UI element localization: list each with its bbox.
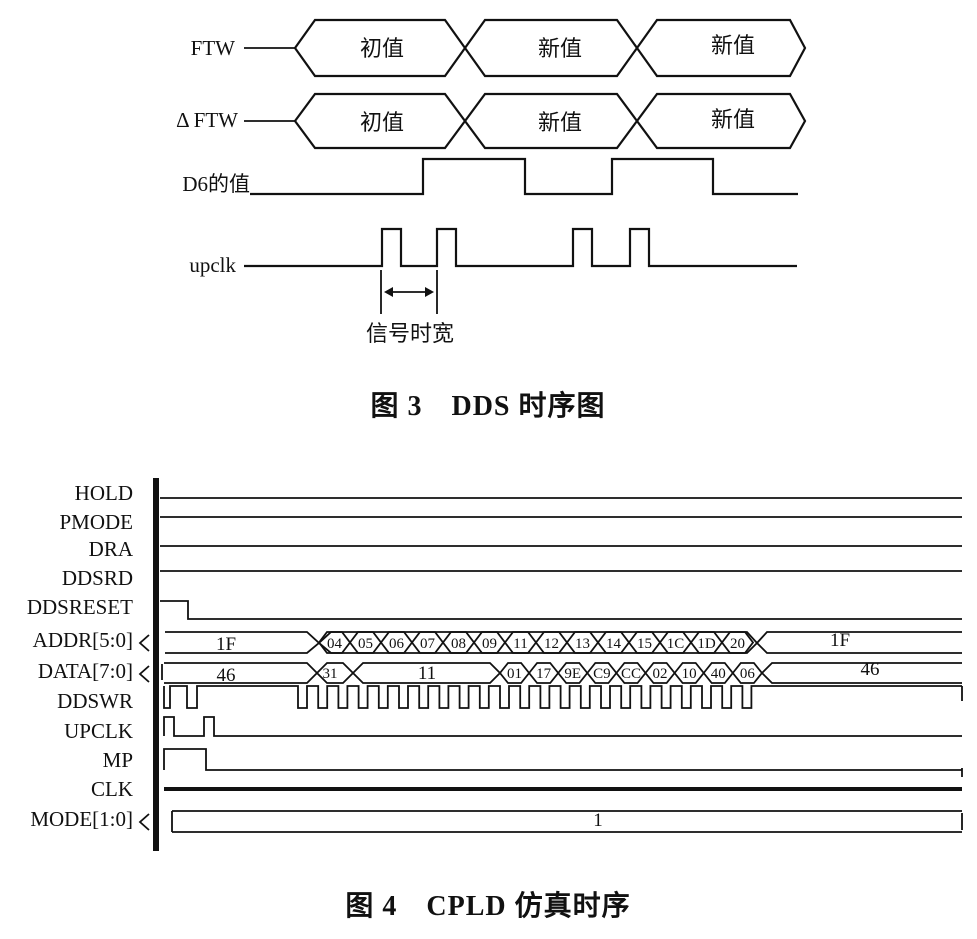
addr-cell-value: 05 [358, 636, 373, 652]
addr-cell-value: 14 [606, 636, 622, 652]
d6-waveform [250, 157, 798, 196]
addr-cell-value: 1C [667, 636, 685, 652]
addr-cell-value: 04 [327, 636, 343, 652]
dftw-segment-new-2: 新值 [711, 107, 755, 132]
mode-bus-marker [138, 813, 150, 831]
addr-cell-value: 13 [575, 636, 590, 652]
addr-cell-value: 11 [513, 636, 527, 652]
figure3-caption: 图 3 DDS 时序图 [370, 389, 605, 422]
data-cell-value: 17 [536, 666, 552, 682]
addr-cell-value: 20 [730, 636, 745, 652]
signal-label-mp: MP [103, 748, 133, 772]
signal-label-pmode: PMODE [59, 510, 133, 534]
addr-cell-value: 1D [697, 636, 716, 652]
ftw-label: FTW [191, 36, 236, 60]
addr-final-value: 1F [830, 630, 850, 651]
upclk-label: upclk [189, 253, 236, 277]
d6-label: D6的值 [182, 172, 250, 196]
time-cursor-bar [153, 478, 159, 851]
addr-cell-value: 09 [482, 636, 497, 652]
ftw-segment-new-1: 新值 [538, 36, 582, 61]
addr-bus-marker [138, 634, 150, 652]
data-cell-value: 10 [682, 666, 697, 682]
signal-width-annotation: 信号时宽 [366, 321, 454, 346]
signal-label-ddswr: DDSWR [57, 689, 133, 713]
signal-label-data: DATA[7:0] [38, 659, 133, 683]
addr-initial-value: 1F [216, 634, 236, 655]
upclk-waveform [244, 227, 797, 268]
addr-cell-value: 08 [451, 636, 466, 652]
data-cell-value: CC [621, 666, 641, 682]
data-cell-value: 02 [653, 666, 668, 682]
data-cell-value: C9 [593, 666, 611, 682]
mode-value: 1 [593, 810, 603, 831]
ftw-segment-initial: 初值 [360, 36, 404, 61]
signal-label-mode: MODE[1:0] [30, 807, 133, 831]
ftw-bus-waveform [293, 18, 807, 78]
data-final-value: 46 [861, 659, 880, 680]
dftw-label: Δ FTW [176, 108, 238, 132]
signal-label-ddsreset: DDSRESET [27, 595, 133, 619]
addr-cell-value: 15 [637, 636, 652, 652]
dftw-segment-new-1: 新值 [538, 110, 582, 135]
data-long-value: 11 [418, 663, 436, 684]
data-first-value: 31 [323, 666, 338, 682]
upclk-waveform-fig4 [163, 716, 962, 737]
data-bus-marker [138, 665, 150, 683]
signal-label-addr: ADDR[5:0] [33, 628, 133, 652]
data-cell-shape [731, 662, 764, 684]
addr-cell-value: 06 [389, 636, 405, 652]
data-initial-value: 46 [217, 665, 236, 686]
signal-label-upclk: UPCLK [64, 719, 133, 743]
figure4: HOLD PMODE DRA DDSRD DDSRESET ADDR[5:0] … [27, 478, 963, 922]
signal-label-dra: DRA [89, 537, 134, 561]
ftw-segment-new-2: 新值 [711, 33, 755, 58]
data-sequence-cells: 01 17 9E C9 CC 02 10 40 06 [498, 662, 764, 684]
mode-bus-waveform [171, 810, 962, 833]
data-cell-value: 40 [711, 666, 726, 682]
mp-waveform [163, 748, 962, 771]
addr-sequence-cells: 04 05 06 07 08 09 11 12 13 14 15 1C 1D 20 [317, 631, 755, 654]
ddswr-waveform [163, 685, 962, 709]
addr-cell-value: 07 [420, 636, 436, 652]
figure4-caption: 图 4 CPLD 仿真时序 [345, 889, 630, 922]
dftw-bus-waveform [293, 92, 807, 150]
data-cell-value: 06 [740, 666, 756, 682]
ddsreset-waveform [160, 600, 962, 620]
addr-cell-shape [720, 631, 755, 654]
dftw-segment-initial: 初值 [360, 110, 404, 135]
data-cell-value: 01 [507, 666, 522, 682]
signal-label-clk: CLK [91, 777, 133, 801]
data-cell-value: 9E [564, 666, 581, 682]
addr-cell-value: 12 [544, 636, 559, 652]
signal-label-ddsrd: DDSRD [62, 566, 133, 590]
figure3: FTW 初值 新值 新值 Δ FTW 初值 新值 新值 D6的值 upclk 信… [176, 18, 807, 422]
signal-label-hold: HOLD [75, 481, 133, 505]
